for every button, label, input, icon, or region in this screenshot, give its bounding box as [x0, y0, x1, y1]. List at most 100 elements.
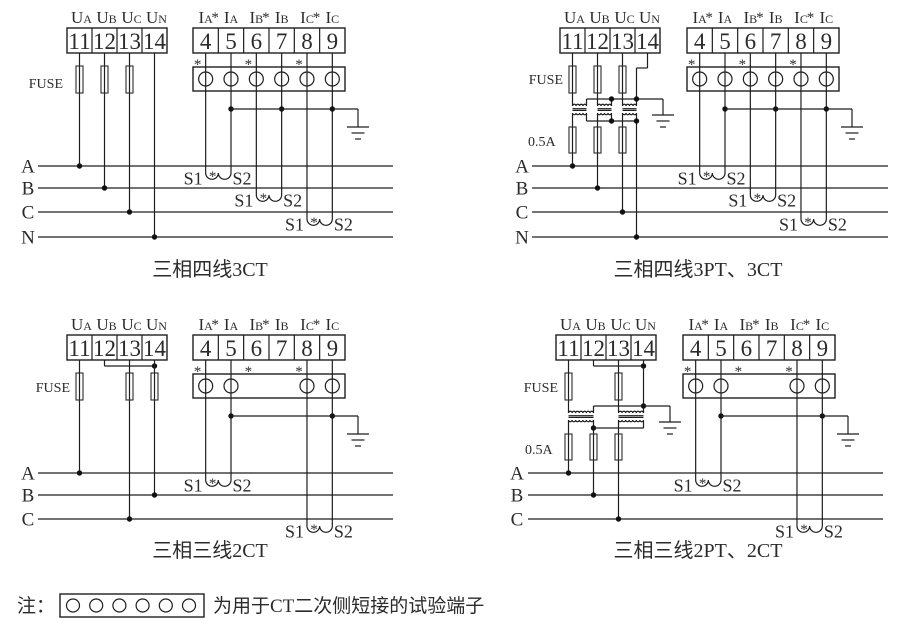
current-terminal-label: IB: [249, 315, 263, 334]
current-terminal-label: IC: [790, 315, 804, 334]
current-terminal-number: 7: [766, 336, 778, 361]
voltage-terminal-label: UN: [146, 8, 167, 27]
voltage-wiring: [75, 360, 159, 522]
label-phase: B: [109, 12, 117, 26]
polarity-mark: *: [245, 364, 253, 380]
phase-label: B: [516, 179, 529, 200]
voltage-terminal-number: 13: [118, 29, 141, 54]
test-terminal-legend-link: [65, 598, 81, 613]
voltage-terminal-number: 11: [557, 336, 579, 361]
junction-dot: [151, 234, 158, 240]
phase-label: N: [21, 228, 35, 249]
junction-dot: [608, 118, 615, 124]
label-symbol: U: [560, 315, 572, 334]
label-phase: A: [694, 319, 703, 333]
label-phase: B: [602, 12, 610, 26]
current-terminal-label: IB: [275, 315, 289, 334]
ct-coil-icon: [205, 172, 232, 180]
polarity-mark: *: [295, 364, 303, 380]
test-terminal-box: [192, 66, 346, 92]
junction-dot: [76, 163, 83, 169]
label-symbol: U: [121, 8, 133, 27]
voltage-terminal-label: UC: [121, 315, 141, 334]
current-terminal-number: 6: [741, 336, 753, 361]
current-terminal-label: IA: [198, 8, 213, 27]
current-terminal-number: 8: [791, 336, 803, 361]
pt-winding-lower: [596, 112, 613, 116]
current-terminal-number: 8: [795, 29, 807, 54]
label-symbol: I: [249, 8, 255, 27]
voltage-terminal-label: UN: [635, 315, 656, 334]
polarity-superscript: *: [313, 317, 321, 333]
phase-label: A: [510, 464, 524, 485]
pt-winding-upper: [621, 103, 638, 107]
voltage-terminal-number: 12: [582, 336, 605, 361]
polarity-mark: *: [688, 57, 696, 73]
label-phase: C: [331, 12, 339, 26]
diagram-three-phase-four-wire-3pt-3ct: UA11UB12UC13UN14IA**4IA5IB**6IB7IC**8IC9…: [515, 8, 888, 281]
label-symbol: U: [71, 8, 83, 27]
phase-label: C: [516, 203, 529, 224]
current-terminal-number: 4: [694, 29, 706, 54]
phase-label: A: [21, 464, 35, 485]
ct-polarity-mark: *: [260, 191, 268, 207]
polarity-superscript: *: [807, 10, 815, 26]
label-symbol: I: [692, 8, 698, 27]
ct-coil-icon: [800, 218, 827, 226]
ct-s1-label: S1: [779, 215, 798, 235]
label-symbol: I: [198, 315, 204, 334]
phase-label: C: [511, 510, 524, 531]
test-terminal-legend-link: [135, 598, 150, 613]
current-terminal-number: 8: [301, 336, 313, 361]
current-terminal-label: IA: [718, 8, 733, 27]
diagram-title: 三相四线3CT: [152, 258, 268, 281]
polarity-mark: *: [194, 57, 202, 73]
pt-winding-upper: [571, 103, 588, 107]
current-terminal-number: 7: [276, 336, 288, 361]
label-phase: N: [647, 319, 656, 333]
label-phase: A: [83, 12, 92, 26]
polarity-mark: *: [684, 364, 692, 380]
label-phase: B: [774, 12, 782, 26]
polarity-mark: *: [735, 364, 743, 380]
label-phase: B: [255, 12, 263, 26]
label-phase: B: [598, 319, 606, 333]
phase-label: N: [515, 228, 529, 249]
label-symbol: I: [325, 315, 331, 334]
test-terminal-legend-link: [89, 598, 104, 613]
label-phase: N: [651, 12, 660, 26]
label-phase: A: [83, 319, 92, 333]
voltage-transformer-icon: [571, 103, 588, 116]
ct-s2-label: S2: [334, 522, 353, 542]
pt-winding-upper: [567, 410, 595, 414]
label-phase: C: [796, 319, 804, 333]
current-terminal-label: IA: [714, 315, 729, 334]
ct-coil-icon: [306, 218, 333, 226]
label-phase: C: [306, 319, 314, 333]
label-symbol: I: [743, 8, 749, 27]
voltage-transformer-icon: [596, 103, 613, 116]
current-terminal-number: 9: [327, 29, 339, 54]
label-symbol: U: [585, 315, 597, 334]
label-phase: C: [623, 319, 631, 333]
voltage-terminal-label: UC: [614, 8, 634, 27]
polarity-mark: *: [194, 364, 202, 380]
voltage-terminal-number: 12: [93, 29, 116, 54]
diagram-title: 三相四线3PT、3CT: [614, 258, 783, 281]
label-phase: B: [255, 319, 263, 333]
voltage-terminal-number: 11: [561, 29, 583, 54]
label-symbol: U: [146, 8, 158, 27]
ct-polarity-mark: *: [703, 169, 711, 185]
ct-s1-label: S1: [184, 476, 203, 496]
pt-fuse-label: 0.5A: [525, 443, 554, 458]
junction-dot: [76, 470, 83, 476]
junction-dot: [608, 96, 615, 102]
